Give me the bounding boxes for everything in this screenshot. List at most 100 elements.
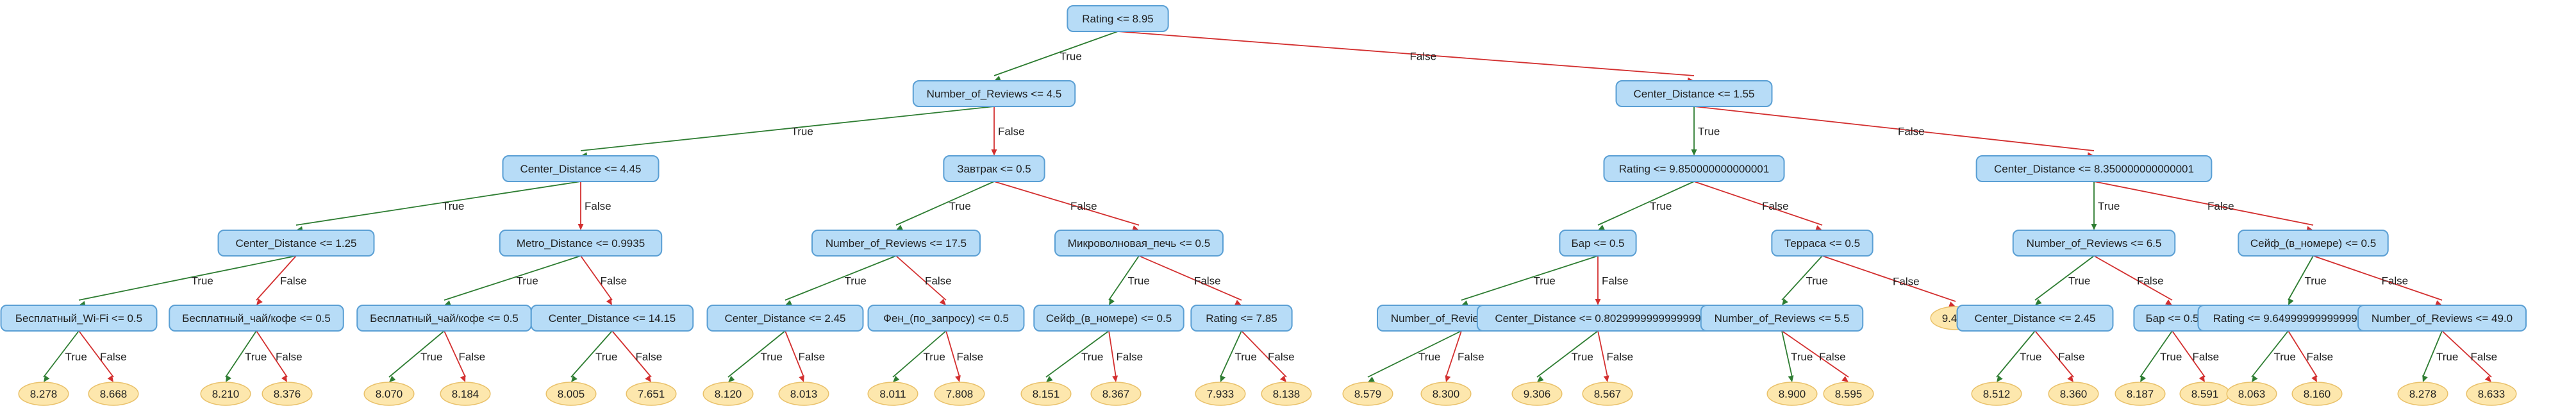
arrow-head-icon	[2067, 375, 2073, 382]
false-branch-edge	[2441, 330, 2492, 378]
leaf-ellipse	[2048, 382, 2099, 406]
leaf-ellipse	[1261, 382, 1312, 406]
split-node: Бесплатный_чай/кофе <= 0.5	[356, 305, 532, 332]
true-edge-label: True	[1534, 275, 1556, 287]
arrow-head-icon	[1595, 299, 1601, 305]
leaf-ellipse	[2115, 382, 2166, 406]
leaf-ellipse	[702, 382, 754, 406]
leaf-value: 9.306	[1524, 388, 1551, 400]
arrow-head-icon	[785, 299, 792, 306]
split-condition: Rating <= 7.85	[1206, 312, 1277, 324]
false-edge-label: False	[100, 351, 127, 363]
split-condition: Завтрак <= 0.5	[957, 163, 1031, 175]
true-edge-label: True	[2160, 351, 2182, 363]
false-edge-label: False	[1410, 51, 1437, 63]
leaf-value: 8.151	[1033, 388, 1060, 400]
split-node: Микроволновая_печь <= 0.5	[1054, 230, 1224, 257]
arrow-head-icon	[578, 224, 584, 230]
true-branch-edge	[785, 255, 897, 301]
leaf-node: 8.900	[1766, 382, 1818, 406]
false-edge-label: False	[1898, 126, 1925, 138]
leaf-ellipse	[1342, 382, 1393, 406]
true-branch-edge	[570, 330, 613, 378]
arrow-head-icon	[893, 375, 900, 382]
true-edge-label: True	[442, 200, 464, 212]
split-node: Бесплатный_чай/кофе <= 0.5	[169, 305, 344, 332]
true-branch-edge	[895, 181, 995, 226]
leaf-ellipse	[200, 382, 251, 406]
leaf-node: 8.278	[18, 382, 69, 406]
leaf-node: 8.184	[440, 382, 491, 406]
false-branch-edge	[2093, 181, 2314, 226]
true-edge-label: True	[1235, 351, 1257, 363]
arrow-head-icon	[1280, 375, 1286, 382]
split-node: Center_Distance <= 1.55	[1615, 80, 1773, 107]
false-edge-label: False	[925, 275, 952, 287]
split-box	[1615, 80, 1773, 107]
split-condition: Number_of_Reviews <= 17.5	[826, 237, 967, 249]
false-branch-edge	[2172, 330, 2206, 378]
leaf-ellipse	[1971, 382, 2022, 406]
true-edge-label: True	[1128, 275, 1150, 287]
false-edge-label: False	[601, 275, 627, 287]
leaf-value: 8.184	[452, 388, 479, 400]
false-edge-label: False	[636, 351, 663, 363]
false-branch-edge	[1781, 330, 1849, 378]
true-edge-label: True	[2068, 275, 2090, 287]
true-edge-label: True	[2020, 351, 2041, 363]
arrow-head-icon	[1132, 225, 1139, 232]
arrow-head-icon	[2198, 375, 2205, 382]
leaf-node: 8.151	[1020, 382, 1072, 406]
leaf-value: 8.591	[2191, 388, 2219, 400]
split-condition: Rating <= 9.649999999999999	[2213, 312, 2363, 324]
false-branch-edge	[256, 330, 288, 378]
true-edge-label: True	[595, 351, 617, 363]
split-box	[2012, 230, 2176, 257]
false-edge-label: False	[1194, 275, 1221, 287]
false-edge-label: False	[1117, 351, 1143, 363]
false-branch-edge	[2093, 255, 2173, 301]
split-condition: Бар <= 0.5	[1572, 237, 1625, 249]
false-edge-label: False	[2307, 351, 2334, 363]
split-node: Фен_(по_запросу) <= 0.5	[867, 305, 1025, 332]
split-condition: Бесплатный_Wi-Fi <= 0.5	[15, 312, 142, 324]
true-branch-edge	[295, 181, 581, 226]
false-branch-edge	[1117, 31, 1695, 76]
arrow-head-icon	[1368, 376, 1375, 382]
split-node: Center_Distance <= 4.45	[502, 155, 660, 182]
leaf-value: 7.651	[638, 388, 665, 400]
true-edge-label: True	[1418, 351, 1440, 363]
arrow-head-icon	[281, 375, 287, 382]
split-node: Rating <= 8.95	[1067, 5, 1169, 32]
true-edge-label: True	[1081, 351, 1103, 363]
true-branch-edge	[444, 255, 581, 301]
arrow-head-icon	[2035, 299, 2042, 305]
split-condition: Сейф_(в_номере) <= 0.5	[2250, 237, 2376, 249]
leaf-value: 8.011	[879, 388, 906, 400]
leaf-value: 8.210	[212, 388, 240, 400]
arrow-head-icon	[1788, 375, 1794, 382]
arrow-head-icon	[1841, 376, 1849, 382]
leaf-node: 8.160	[2291, 382, 2343, 406]
leaf-node: 7.933	[1195, 382, 1246, 406]
split-node: Center_Distance <= 2.45	[706, 305, 864, 332]
leaf-node: 8.512	[1971, 382, 2022, 406]
leaf-node: 8.187	[2115, 382, 2166, 406]
split-node: Number_of_Reviews <= 49.0	[2357, 305, 2527, 332]
split-condition: Center_Distance <= 1.55	[1633, 88, 1754, 100]
leaf-value: 8.120	[715, 388, 742, 400]
split-box	[530, 305, 694, 332]
leaf-value: 8.138	[1273, 388, 1300, 400]
split-box	[1054, 230, 1224, 257]
leaf-value: 8.160	[2304, 388, 2331, 400]
split-node: Rating <= 9.649999999999999	[2197, 305, 2379, 332]
split-condition: Center_Distance <= 0.8029999999999999	[1495, 312, 1700, 324]
true-edge-label: True	[949, 200, 971, 212]
true-edge-label: True	[2305, 275, 2327, 287]
arrow-head-icon	[1603, 375, 1609, 382]
true-edge-label: True	[924, 351, 945, 363]
false-branch-edge	[1693, 106, 2095, 151]
split-condition: Микроволновая_печь <= 0.5	[1068, 237, 1210, 249]
leaf-node: 8.633	[2466, 382, 2517, 406]
